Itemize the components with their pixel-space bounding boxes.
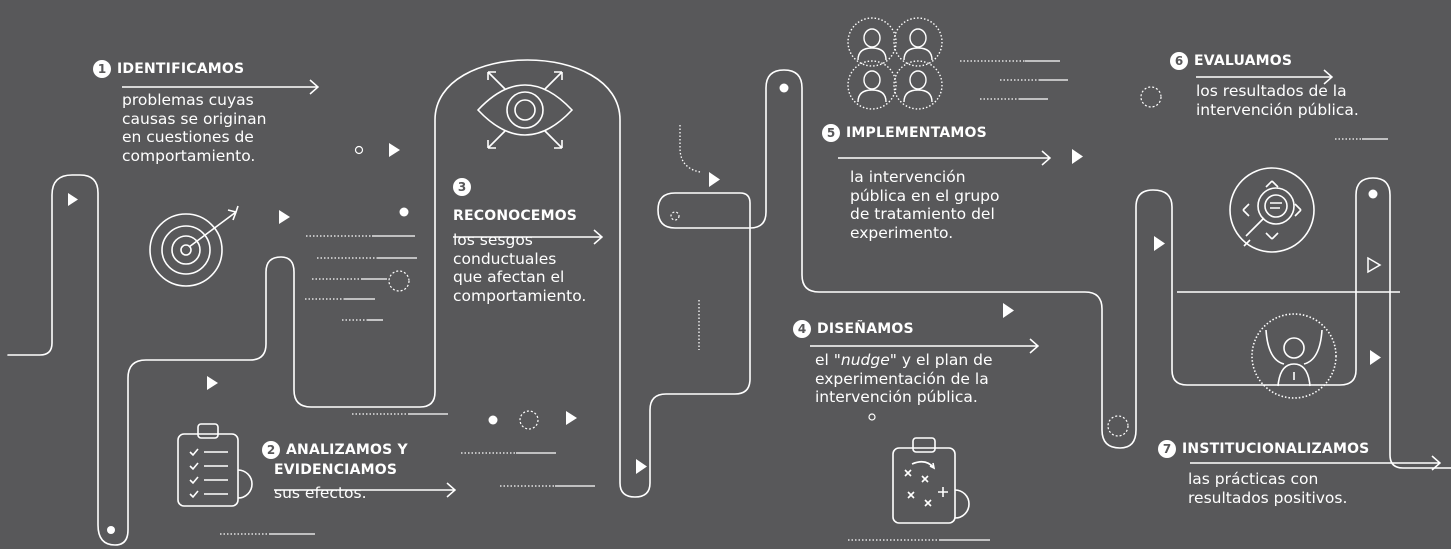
step-5-line: experimento. (850, 223, 954, 242)
step-3-description: los sesgos conductuales que afectan el c… (453, 231, 623, 305)
step-2-number: 2 (262, 441, 280, 459)
arrow-3 (453, 229, 604, 245)
step-4-emphasis: nudge (840, 351, 890, 369)
step-7-number: 7 (1158, 440, 1176, 458)
step-4-line: el "nudge" y el plan de (815, 351, 1043, 370)
decor-lines (220, 60, 1388, 541)
step-1-description: problemas cuyas causas se originan en cu… (122, 91, 313, 165)
target-arrow-icon (149, 205, 239, 287)
winding-path (7, 59, 1451, 546)
people-group-icon (847, 17, 943, 110)
arrow-5 (838, 150, 1052, 166)
magnifier-icon (1229, 167, 1315, 253)
step-5-line: de tratamiento del (850, 205, 995, 223)
step-2-title-line: EVIDENCIAMOS (274, 462, 398, 478)
step-4-text: el " (815, 351, 841, 369)
step-1-title: IDENTIFICAMOS (117, 61, 245, 77)
step-5-line: pública en el grupo (850, 186, 1000, 205)
step-6: 6 EVALUAMOS los resultados de la interve… (1170, 52, 1400, 119)
step-4-number: 4 (793, 320, 811, 338)
step-7-title: INSTITUCIONALIZAMOS (1182, 441, 1370, 457)
step-1-line: comportamiento. (122, 146, 256, 165)
step-3-line: los sesgos (453, 231, 533, 249)
step-1-line: en cuestiones de (122, 128, 254, 146)
play-triangles (68, 143, 1381, 474)
step-7-line: las prácticas con (1188, 470, 1319, 488)
step-7-description: las prácticas con resultados positivos. (1188, 470, 1428, 507)
arrow-6 (1196, 69, 1334, 85)
step-4-line: intervención pública. (815, 388, 978, 406)
step-6-number: 6 (1170, 52, 1188, 70)
step-6-line: los resultados de la (1196, 82, 1347, 100)
step-4-text: " y el plan de (889, 351, 993, 369)
eye-arrows-icon (476, 71, 574, 149)
arrow-4 (810, 338, 1040, 354)
step-3: 3 RECONOCEMOS los sesgos conductuales qu… (453, 178, 623, 305)
step-4-description: el "nudge" y el plan de experimentación … (815, 351, 1043, 407)
arrow-1 (122, 79, 320, 95)
step-5-title: IMPLEMENTAMOS (846, 125, 987, 141)
step-5-number: 5 (822, 124, 840, 142)
step-3-number: 3 (453, 178, 471, 196)
step-4-title: DISEÑAMOS (817, 321, 914, 337)
play-outline (1367, 256, 1382, 274)
step-1-line: causas se originan (122, 109, 267, 128)
dots (107, 83, 1378, 534)
arrow-7 (1190, 455, 1442, 471)
step-3-line: conductuales (453, 249, 557, 268)
arrow-2 (274, 482, 457, 498)
step-2-title-line: ANALIZAMOS Y (286, 442, 408, 458)
step-2: 2 ANALIZAMOS Y EVIDENCIAMOS sus efectos. (262, 441, 452, 503)
step-2-description: sus efectos. (274, 484, 367, 502)
step-1-number: 1 (93, 60, 111, 78)
clipboard-checklist-icon (177, 423, 253, 507)
step-5: 5 IMPLEMENTAMOS la intervención pública … (822, 124, 1062, 242)
step-6-description: los resultados de la intervención públic… (1196, 82, 1400, 119)
step-5-line: la intervención (850, 168, 966, 186)
step-7-line: resultados positivos. (1188, 488, 1348, 507)
step-3-line: comportamiento. (453, 286, 587, 305)
step-1-line: problemas cuyas (122, 91, 254, 109)
step-3-line: que afectan el (453, 268, 565, 286)
step-7: 7 INSTITUCIONALIZAMOS las prácticas con … (1158, 440, 1428, 507)
step-6-title: EVALUAMOS (1194, 53, 1293, 69)
circles (354, 86, 1162, 437)
celebrating-person-icon (1251, 313, 1337, 399)
step-6-line: intervención pública. (1196, 100, 1359, 119)
step-4-line: experimentación de la (815, 369, 989, 388)
step-1: 1 IDENTIFICAMOS problemas cuyas causas s… (93, 60, 313, 165)
clipboard-strategy-icon (892, 437, 970, 524)
step-3-title: RECONOCEMOS (453, 208, 578, 224)
step-4: 4 DISEÑAMOS el "nudge" y el plan de expe… (793, 320, 1043, 407)
step-5-description: la intervención pública en el grupo de t… (850, 168, 1062, 242)
